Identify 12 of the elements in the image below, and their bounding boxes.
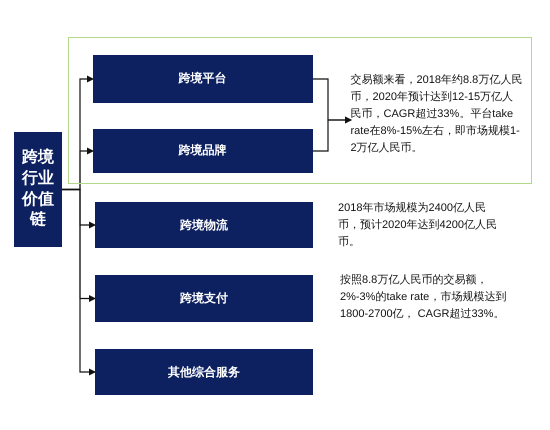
process-box: 跨境品牌 [92,128,312,172]
connector-arrow [62,188,96,376]
category-box: 跨境行业价值链 [14,132,62,247]
process-box: 跨境支付 [95,275,313,322]
frame-box [68,37,532,184]
process-box: 其他综合服务 [95,349,313,395]
note-text: 按照8.8万亿人民币的交易额，2%-3%的take rate，市场规模达到1800-2700亿， CAGR超过33%。 [340,272,508,322]
connector-arrow [313,116,352,152]
note-text: 交易额来看，2018年约8.8万亿人民币，2020年预计达到12-15万亿人民币，CAGR超过33%。平台take rate在8%-15%左右，即市场规模1-2万亿人民币。 [350,72,522,168]
note-text: 2018年市场规模为2400亿人民币，预计2020年达到4200亿人民币。 [338,200,498,250]
process-box: 跨境物流 [95,202,313,248]
process-box: 跨境平台 [92,54,312,102]
